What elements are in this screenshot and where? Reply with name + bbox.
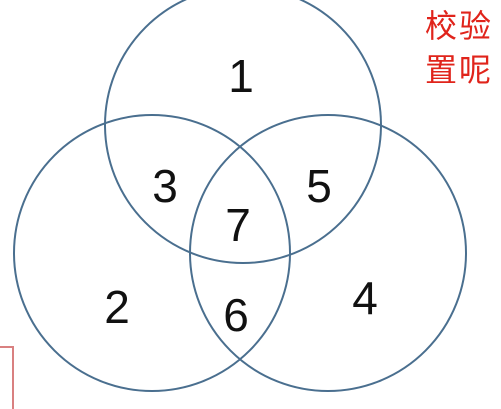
region-label-1: 1 [228, 50, 254, 102]
side-text-line-1: 校验 [425, 7, 494, 45]
region-label-4: 4 [352, 272, 378, 324]
partial-side-text: 校验 置呢 [425, 4, 501, 92]
region-label-3: 3 [152, 160, 178, 212]
side-text-line-2: 置呢 [425, 51, 494, 89]
region-label-7: 7 [225, 199, 251, 251]
region-label-6: 6 [223, 289, 249, 341]
circle-left [13, 114, 291, 392]
region-label-2: 2 [104, 281, 130, 333]
partial-red-frame [0, 346, 14, 409]
circle-right [189, 114, 467, 392]
region-label-5: 5 [306, 160, 332, 212]
